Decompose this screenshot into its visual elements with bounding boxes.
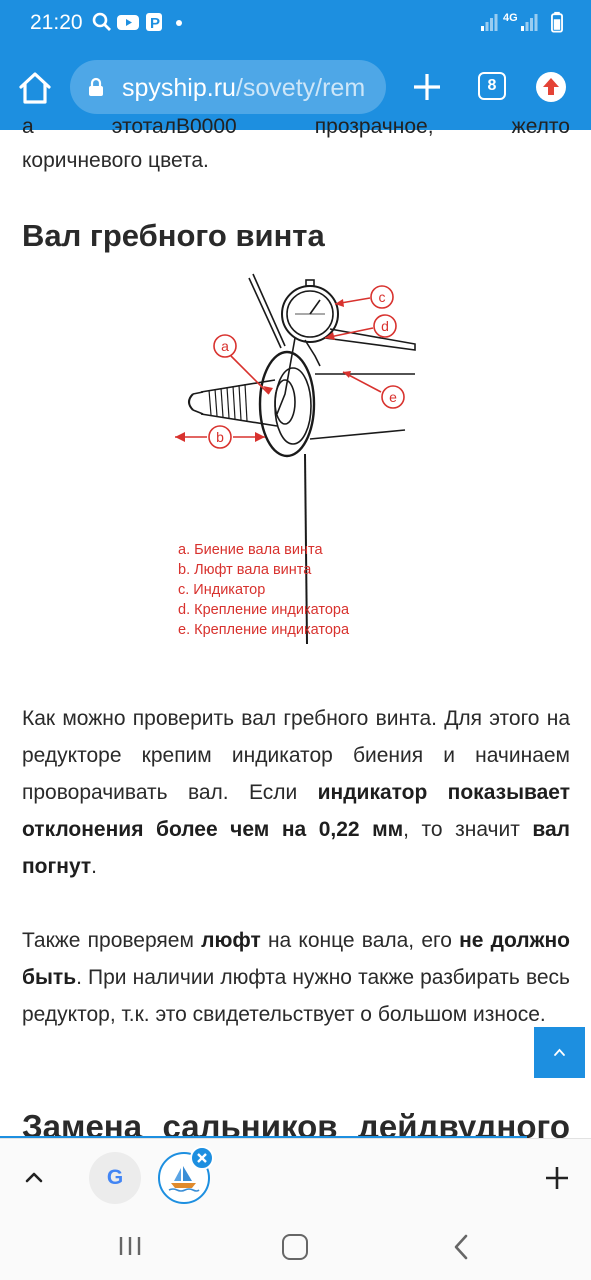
new-tab-plus-icon[interactable] <box>410 70 444 104</box>
cut-word: прозрачное, <box>314 115 434 138</box>
text-run: . <box>91 855 98 878</box>
figure-caption: d. Крепление индикатора <box>178 602 350 618</box>
youtube-notification-icon <box>117 15 139 30</box>
figure-caption: c. Индикатор <box>178 582 266 598</box>
update-button[interactable] <box>536 72 566 102</box>
close-tab-button[interactable] <box>190 1146 214 1170</box>
text-run: , то значит <box>403 818 533 841</box>
tab-spyship[interactable] <box>158 1152 210 1204</box>
browser-toolbar: 21:20 P 4G <box>0 0 591 130</box>
diagram-label-c: c <box>379 289 386 305</box>
url-text: spyship.ru/sovety/rem <box>122 74 365 103</box>
close-icon <box>197 1153 207 1163</box>
bold-run: вал погнут <box>22 818 570 878</box>
text-run: . При наличии люфта нужно также разбират… <box>22 966 570 1026</box>
tab-google[interactable]: G <box>89 1152 141 1204</box>
tab-count-button[interactable]: 8 <box>478 72 506 100</box>
bold-run: люфт <box>201 929 261 952</box>
status-bar: 21:20 P 4G <box>0 0 591 46</box>
cut-word: желто <box>511 115 570 138</box>
network-type: 4G <box>503 12 518 24</box>
intro-tail-text: коричневого цвета. <box>22 149 209 172</box>
paragraph-play-check: Также проверяем люфт на конце вала, его … <box>22 922 570 1033</box>
status-time: 21:20 <box>30 11 83 34</box>
arrow-up-icon <box>543 78 559 95</box>
svg-text:P: P <box>150 15 160 32</box>
diagram-label-a: a <box>221 338 229 354</box>
system-navigation-bar <box>0 1214 591 1280</box>
lock-icon <box>89 77 103 96</box>
cut-word: этоталВ0000 <box>111 115 237 138</box>
home-nav-icon[interactable] <box>282 1234 308 1260</box>
address-bar[interactable]: spyship.ru/sovety/rem <box>70 60 386 114</box>
figure-caption: a. Биение вала винта <box>178 542 323 558</box>
paragraph-shaft-check: Как можно проверить вал гребного винта. … <box>22 700 570 885</box>
parking-notification-icon: P <box>146 13 162 32</box>
figure-caption: b. Люфт вала винта <box>178 562 312 578</box>
back-icon[interactable] <box>452 1234 470 1260</box>
bold-run: индикатор показывает отклонения более че… <box>22 781 570 841</box>
article-content: а этоталВ0000 прозрачное, желто коричнев… <box>0 115 591 1145</box>
battery-icon <box>551 11 563 33</box>
scroll-to-top-button[interactable] <box>534 1027 585 1078</box>
url-domain: spyship.ru <box>122 74 236 102</box>
text-run: на конце вала, его <box>260 929 460 952</box>
figure-caption: e. Крепление индикатора <box>178 622 350 638</box>
bold-run: не должно быть <box>22 929 570 989</box>
signal-strength-icon <box>481 14 498 31</box>
cut-off-text-line: а этоталВ0000 прозрачное, желто <box>22 108 570 145</box>
propeller-shaft-diagram: a b c d e <box>175 273 416 645</box>
google-logo-icon: G <box>106 1166 124 1189</box>
cut-word: а <box>22 115 34 138</box>
section-heading: Вал гребного винта <box>22 218 325 253</box>
notification-dot <box>176 20 182 26</box>
recent-apps-icon[interactable] <box>118 1234 142 1258</box>
tab-strip: G <box>0 1138 591 1214</box>
chevron-up-icon[interactable] <box>22 1165 46 1189</box>
ship-favicon-icon <box>168 1166 200 1192</box>
add-tab-icon[interactable] <box>544 1165 570 1191</box>
chevron-up-icon <box>554 1048 565 1056</box>
signal-strength-icon-2 <box>521 14 538 31</box>
text-run: Как можно проверить вал гребного винта. … <box>22 707 570 804</box>
text-run: Также проверяем <box>22 929 202 952</box>
search-notification-icon <box>92 12 111 31</box>
diagram-label-d: d <box>381 318 389 334</box>
diagram-label-e: e <box>389 389 397 405</box>
url-path: /sovety/rem <box>235 74 366 102</box>
home-icon[interactable] <box>15 68 55 108</box>
diagram-label-b: b <box>216 429 224 445</box>
